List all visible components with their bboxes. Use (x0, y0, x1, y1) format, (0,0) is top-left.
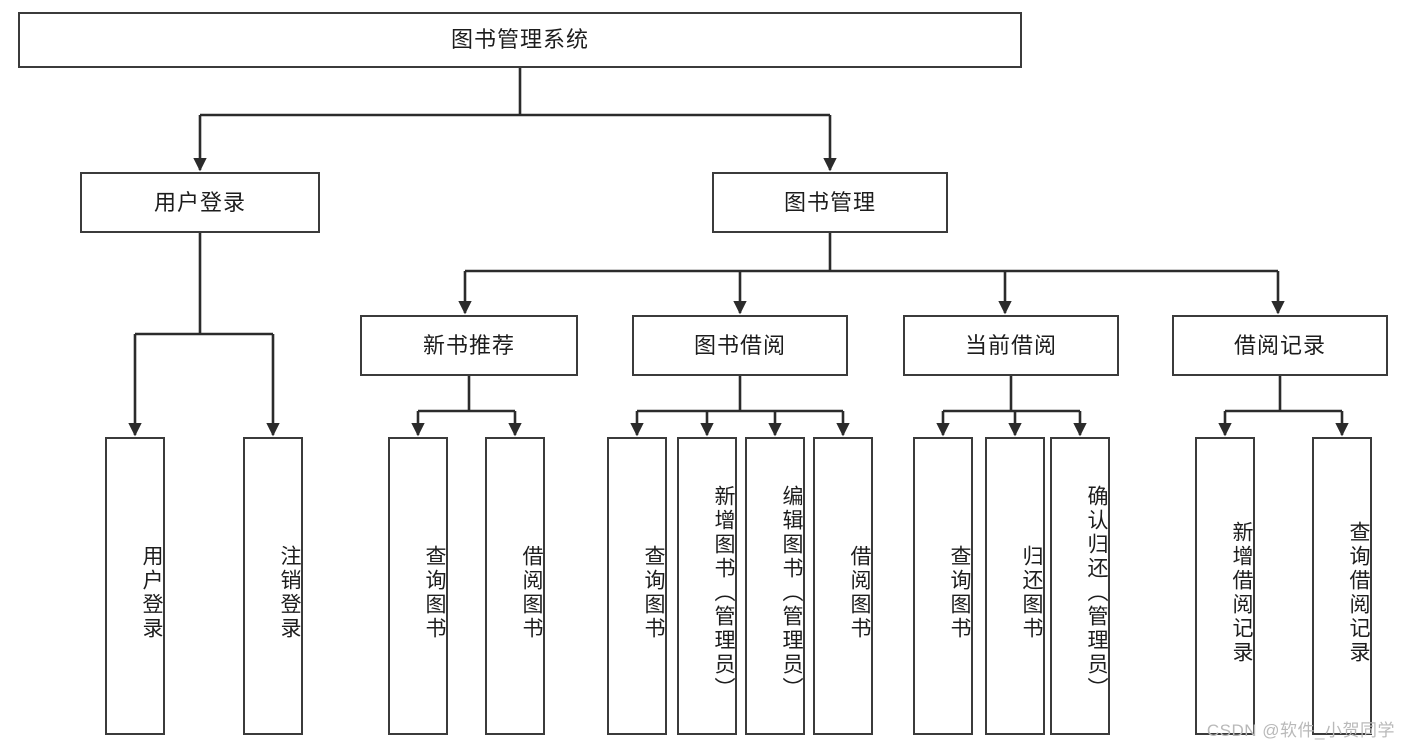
leaf-add-book[interactable]: 新增图书（管理员） (677, 437, 737, 735)
leaf-edit-book-label: 编辑图书（管理员） (780, 485, 803, 701)
leaf-borrow-book-1[interactable]: 借阅图书 (485, 437, 545, 735)
leaf-edit-book[interactable]: 编辑图书（管理员） (745, 437, 805, 735)
leaf-return-book[interactable]: 归还图书 (985, 437, 1045, 735)
leaf-confirm-return-label: 确认归还（管理员） (1085, 485, 1108, 701)
node-book-manage-label: 图书管理 (783, 189, 876, 215)
leaf-user-logout-label: 注销登录 (278, 545, 301, 641)
csdn-watermark: CSDN @软件_小贺同学 (1206, 721, 1395, 740)
node-current-borrow-label: 当前借阅 (964, 332, 1057, 358)
leaf-query-record-label: 查询借阅记录 (1347, 521, 1370, 665)
leaf-add-record-label: 新增借阅记录 (1230, 521, 1253, 665)
leaf-borrow-book-1-label: 借阅图书 (520, 545, 543, 641)
leaf-borrow-book-2[interactable]: 借阅图书 (813, 437, 873, 735)
leaf-query-book-1-label: 查询图书 (423, 545, 446, 641)
node-book-borrow-label: 图书借阅 (693, 332, 786, 358)
node-book-borrow[interactable]: 图书借阅 (632, 315, 848, 376)
leaf-query-book-3[interactable]: 查询图书 (913, 437, 973, 735)
leaf-query-book-2[interactable]: 查询图书 (607, 437, 667, 735)
node-root-label: 图书管理系统 (450, 27, 589, 53)
node-book-manage[interactable]: 图书管理 (712, 172, 948, 233)
leaf-add-book-label: 新增图书（管理员） (712, 485, 735, 701)
leaf-borrow-book-2-label: 借阅图书 (848, 545, 871, 641)
leaf-query-book-1[interactable]: 查询图书 (388, 437, 448, 735)
node-borrow-record-label: 借阅记录 (1233, 332, 1326, 358)
node-root[interactable]: 图书管理系统 (18, 12, 1022, 68)
leaf-add-record[interactable]: 新增借阅记录 (1195, 437, 1255, 735)
node-borrow-record[interactable]: 借阅记录 (1172, 315, 1388, 376)
node-user-login-label: 用户登录 (153, 189, 246, 215)
leaf-user-logout[interactable]: 注销登录 (243, 437, 303, 735)
leaf-query-record[interactable]: 查询借阅记录 (1312, 437, 1372, 735)
leaf-return-book-label: 归还图书 (1020, 545, 1043, 641)
edge-lines (128, 68, 1349, 437)
leaf-confirm-return[interactable]: 确认归还（管理员） (1050, 437, 1110, 735)
leaf-user-login-label: 用户登录 (140, 545, 163, 641)
leaf-user-login[interactable]: 用户登录 (105, 437, 165, 735)
node-current-borrow[interactable]: 当前借阅 (903, 315, 1119, 376)
node-new-book-recommend-label: 新书推荐 (422, 332, 515, 358)
node-new-book-recommend[interactable]: 新书推荐 (360, 315, 578, 376)
node-user-login[interactable]: 用户登录 (80, 172, 320, 233)
leaf-query-book-3-label: 查询图书 (948, 545, 971, 641)
leaf-query-book-2-label: 查询图书 (642, 545, 665, 641)
